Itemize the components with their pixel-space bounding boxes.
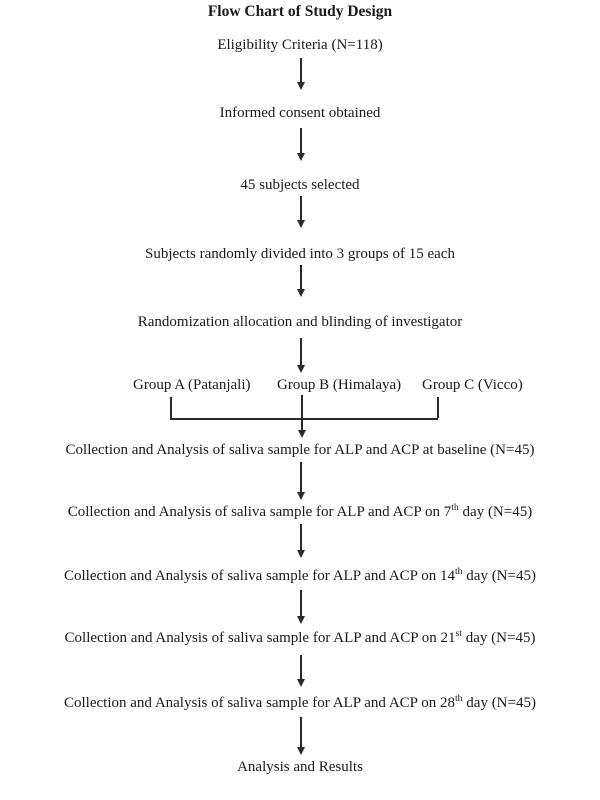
step-collection-day14: Collection and Analysis of saliva sample… xyxy=(0,567,600,585)
down-arrow xyxy=(297,58,304,90)
down-arrow xyxy=(297,524,304,558)
bracket-right-line xyxy=(437,397,439,418)
ordinal-suffix: th xyxy=(454,693,463,704)
down-arrow xyxy=(297,338,304,373)
ordinal-suffix: th xyxy=(454,566,463,577)
page-title: Flow Chart of Study Design xyxy=(207,3,393,20)
ordinal-suffix: st xyxy=(455,628,462,639)
bracket-horizontal-line xyxy=(170,418,438,420)
collection-text: Collection and Analysis of saliva sample… xyxy=(64,630,456,646)
collection-text-tail: day (N=45) xyxy=(462,568,536,584)
step-informed-consent: Informed consent obtained xyxy=(219,105,381,121)
down-arrow xyxy=(297,717,304,755)
step-collection-day7: Collection and Analysis of saliva sample… xyxy=(0,503,600,521)
down-arrow xyxy=(297,196,304,228)
down-arrow xyxy=(297,265,304,297)
step-collection-day21: Collection and Analysis of saliva sample… xyxy=(0,629,600,647)
collection-text-tail: day (N=45) xyxy=(458,504,533,520)
step-analysis-results: Analysis and Results xyxy=(237,759,363,775)
down-arrow xyxy=(297,655,304,687)
collection-text: Collection and Analysis of saliva sample… xyxy=(67,504,452,520)
step-collection-baseline: Collection and Analysis of saliva sample… xyxy=(0,441,600,459)
bracket-center-arrow xyxy=(298,395,305,438)
group-a-label: Group A (Patanjali) xyxy=(133,377,251,393)
step-eligibility-criteria: Eligibility Criteria (N=118) xyxy=(217,37,383,53)
collection-text-tail: day (N=45) xyxy=(462,695,536,711)
collection-text: Collection and Analysis of saliva sample… xyxy=(64,695,455,711)
step-collection-day28: Collection and Analysis of saliva sample… xyxy=(0,694,600,712)
step-randomization-blinding: Randomization allocation and blinding of… xyxy=(137,314,463,330)
step-random-division: Subjects randomly divided into 3 groups … xyxy=(145,246,455,262)
collection-text: Collection and Analysis of saliva sample… xyxy=(65,442,535,458)
collection-text: Collection and Analysis of saliva sample… xyxy=(64,568,455,584)
group-b-label: Group B (Himalaya) xyxy=(277,377,402,393)
down-arrow xyxy=(297,462,304,500)
down-arrow xyxy=(297,590,304,624)
bracket-left-line xyxy=(170,397,172,418)
down-arrow xyxy=(297,128,304,161)
collection-text-tail: day (N=45) xyxy=(462,630,536,646)
group-c-label: Group C (Vicco) xyxy=(422,377,523,393)
ordinal-suffix: th xyxy=(451,502,459,513)
step-subjects-selected: 45 subjects selected xyxy=(240,177,360,193)
